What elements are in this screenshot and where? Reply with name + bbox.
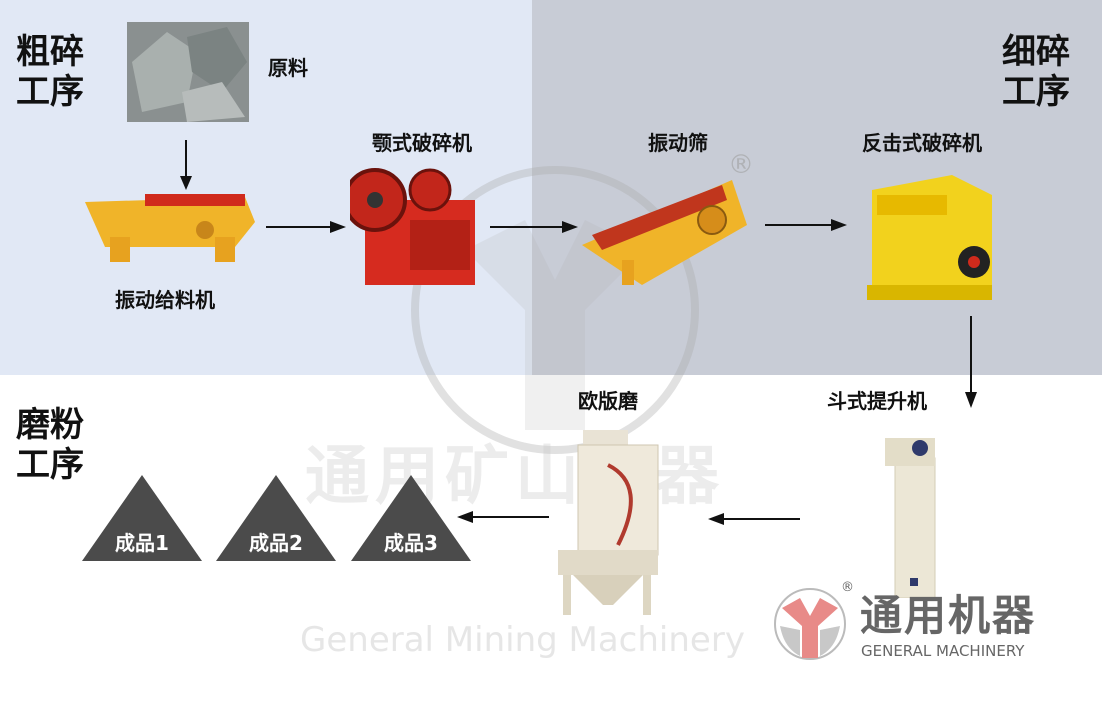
watermark-logo-icon bbox=[411, 166, 699, 454]
arrow-down-icon bbox=[965, 316, 977, 408]
jaw-crusher-label: 颚式破碎机 bbox=[372, 131, 472, 155]
arrow-right-icon bbox=[490, 221, 578, 233]
vibrating-feeder-image bbox=[85, 194, 255, 262]
stage-grind-title: 磨粉 工序 bbox=[16, 405, 84, 485]
stage-coarse-title: 粗碎 工序 bbox=[16, 32, 84, 112]
product-3-triangle: 成品3 bbox=[351, 475, 471, 561]
vibrating-screen-label: 振动筛 bbox=[648, 131, 708, 155]
impact-crusher-label: 反击式破碎机 bbox=[862, 131, 982, 155]
watermark-english: General Mining Machinery bbox=[300, 620, 745, 660]
arrow-down-icon bbox=[180, 140, 192, 190]
arrow-right-icon bbox=[266, 221, 346, 233]
raw-material-label: 原料 bbox=[268, 56, 308, 80]
arrow-left-icon bbox=[708, 513, 800, 525]
vibrating-screen-image bbox=[582, 180, 747, 285]
bucket-elevator-image bbox=[885, 438, 936, 598]
product-1-triangle: 成品1 bbox=[82, 475, 202, 561]
logo-chinese-text: 通用机器 bbox=[860, 591, 1037, 640]
logo-english-text: GENERAL MACHINERY bbox=[861, 642, 1025, 660]
bucket-elevator-label: 斗式提升机 bbox=[827, 389, 927, 413]
impact-crusher-image bbox=[867, 175, 992, 300]
fine-section-bg bbox=[532, 0, 1102, 375]
watermark-registered: ® bbox=[728, 150, 754, 180]
brand-logo-icon bbox=[774, 588, 846, 660]
logo-registered-mark: ® bbox=[841, 580, 854, 595]
product-3-label: 成品3 bbox=[384, 531, 438, 555]
raymond-mill-image bbox=[558, 430, 659, 615]
arrow-right-icon bbox=[765, 219, 847, 231]
product-2-triangle: 成品2 bbox=[216, 475, 336, 561]
raw-material-image bbox=[127, 22, 249, 122]
stage-fine-title: 细碎 工序 bbox=[1002, 32, 1070, 112]
jaw-crusher-image bbox=[350, 168, 475, 285]
product-2-label: 成品2 bbox=[249, 531, 303, 555]
vibrating-feeder-label: 振动给料机 bbox=[115, 288, 215, 312]
raymond-mill-label: 欧版磨 bbox=[578, 389, 638, 413]
product-1-label: 成品1 bbox=[115, 531, 169, 555]
